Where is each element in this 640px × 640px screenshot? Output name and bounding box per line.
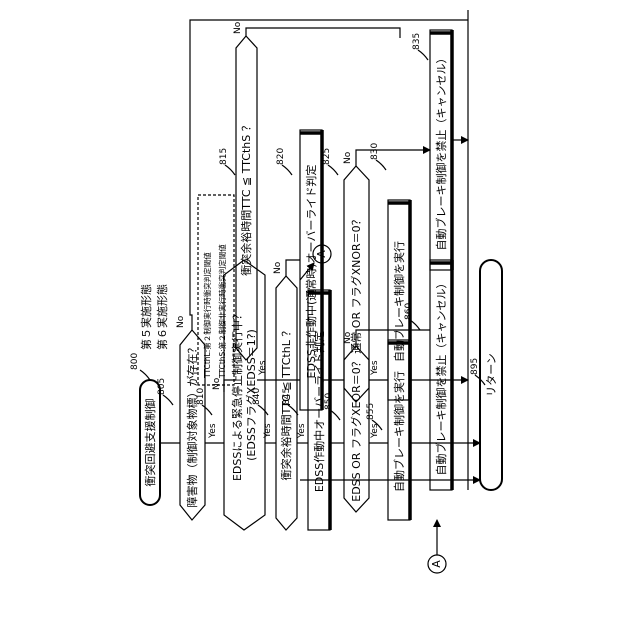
process-830-text: 自動ブレーキ制御を実行 [393, 203, 406, 400]
threshold-note-line-1: TTCthL:第２制御実行時衝突判定閾値 [203, 252, 212, 378]
decision-810-ref: 810 [196, 388, 207, 405]
decision-850-yes: Yes [370, 423, 381, 438]
decision-825-no: No [343, 152, 354, 164]
decision-805-text: 障害物（制御対象物標）が存在？ [186, 330, 199, 520]
connector-a-bottom-label: A [430, 555, 443, 573]
embodiment-line-2: 第６実施形態 [156, 284, 169, 350]
process-855-ref: 855 [366, 403, 377, 420]
start-label: 衝突回避支援制御 [144, 380, 157, 505]
process-860-text: 自動ブレーキ制御を禁止（キャンセル） [435, 263, 448, 490]
decision-825-text: 通常 OR フラグXNOR＝0？ [350, 166, 363, 402]
decision-805-ref: 805 [157, 378, 168, 395]
decision-805-yes: Yes [208, 423, 219, 438]
decision-805-no: No [176, 316, 187, 328]
process-835-ref: 835 [412, 33, 423, 50]
decision-815-text: 衝突余裕時間TTC ≦ TTCthS ？ [240, 36, 253, 360]
process-835-text: 自動ブレーキ制御を禁止（キャンセル） [435, 33, 448, 270]
threshold-note-line-2: TTCthS:第２制御非実行時衝突判定閾値 [218, 244, 227, 378]
connector-a-top-label: A [315, 245, 328, 263]
decision-850-ref: 850 [324, 393, 335, 410]
decision-825-ref: 825 [322, 148, 333, 165]
process-845-ref: 845 [282, 388, 293, 405]
decision-840-no: No [273, 262, 284, 274]
decision-810-no: No [212, 378, 223, 390]
decision-825-yes: Yes [370, 360, 381, 375]
decision-840-ref: 840 [252, 388, 263, 405]
decision-815-no: No [233, 22, 244, 34]
end-ref: 895 [470, 358, 481, 375]
start-ref: 800 [130, 353, 141, 370]
end-label: リターン [485, 260, 498, 490]
decision-810-yes: Yes [263, 423, 274, 438]
decision-815-yes: Yes [258, 360, 269, 375]
process-820-text: EDSS非作動中(通常時)オーバーライド判定 [305, 133, 318, 410]
decision-815-ref: 815 [219, 148, 230, 165]
process-820-ref: 820 [276, 148, 287, 165]
process-830-ref: 830 [370, 143, 381, 160]
embodiment-line-1: 第５実施形態 [140, 284, 153, 350]
decision-840-yes: Yes [297, 423, 308, 438]
